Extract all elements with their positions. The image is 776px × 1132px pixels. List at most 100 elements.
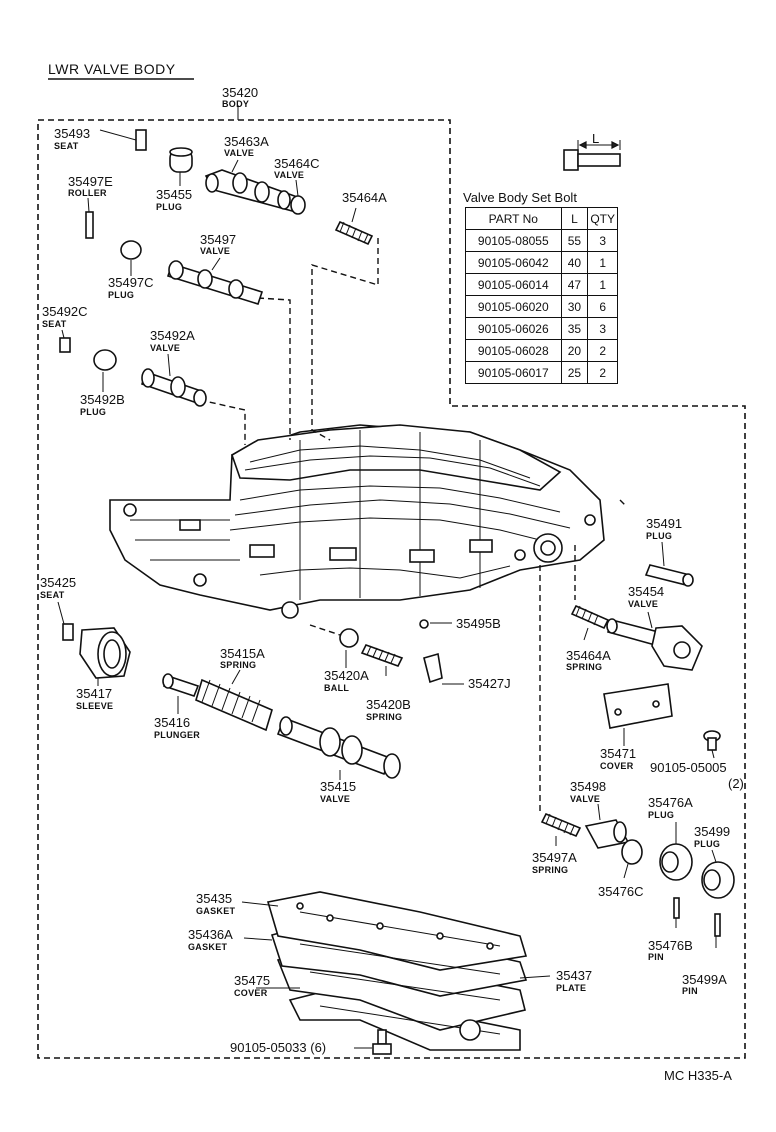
svg-text:35427J: 35427J (468, 676, 511, 691)
spring-35497a-shape (540, 812, 582, 838)
plug-35499-shape (701, 861, 735, 899)
svg-text:35464C: 35464C (274, 156, 320, 171)
part-label-35476b: 35476B PIN (648, 938, 693, 962)
svg-text:SPRING: SPRING (220, 660, 256, 670)
table-row: 90105-06042 40 1 (465, 251, 618, 274)
svg-text:35420B: 35420B (366, 697, 411, 712)
valve-35492a-shape (140, 368, 207, 407)
part-label-35491: 35491 PLUG (646, 516, 682, 541)
bolt-90105-05033-shape (372, 1029, 392, 1055)
cell-qty: 3 (587, 317, 618, 340)
cell-qty: 2 (587, 361, 618, 384)
svg-text:35476C: 35476C (598, 884, 644, 899)
part-35495b-shape (419, 619, 429, 629)
part-label-35464a-right: 35464A SPRING (566, 648, 611, 672)
cover-35471-shape (603, 683, 673, 729)
part-label-35420a: 35420A BALL (324, 668, 369, 693)
part-label-35436a: 35436A GASKET (188, 927, 233, 952)
svg-text:35492A: 35492A (150, 328, 195, 343)
part-label-35475: 35475 COVER (234, 973, 270, 998)
svg-text:SPRING: SPRING (366, 712, 402, 722)
svg-text:35464A: 35464A (566, 648, 611, 663)
valve-35497-shape (166, 260, 264, 305)
svg-text:35493: 35493 (54, 126, 90, 141)
svg-text:BODY: BODY (222, 99, 249, 109)
bolt-table-grid: PART No L QTY 90105-08055 55 3 90105-060… (465, 207, 618, 384)
svg-text:35476B: 35476B (648, 938, 693, 953)
svg-text:35420A: 35420A (324, 668, 369, 683)
cell-qty: 3 (587, 229, 618, 252)
header-qty: QTY (587, 207, 618, 230)
svg-text:VALVE: VALVE (628, 599, 658, 609)
svg-text:PLUG: PLUG (694, 839, 720, 849)
svg-text:SEAT: SEAT (42, 319, 67, 329)
svg-text:35455: 35455 (156, 187, 192, 202)
valve-body-illustration (109, 424, 605, 619)
svg-text:35415: 35415 (320, 779, 356, 794)
bolt-table-caption: Valve Body Set Bolt (463, 190, 577, 205)
part-label-90105-05033: 90105-05033 (6) (230, 1040, 326, 1055)
svg-text:35437: 35437 (556, 968, 592, 983)
part-label-35416: 35416 PLUNGER (154, 715, 200, 740)
svg-text:GASKET: GASKET (196, 906, 236, 916)
pin-35499a-shape (714, 913, 721, 937)
svg-text:35499: 35499 (694, 824, 730, 839)
set-bolt-icon (563, 140, 621, 171)
part-label-35492b: 35492B PLUG (80, 392, 125, 417)
part-label-35437: 35437 PLATE (556, 968, 592, 993)
svg-text:35420: 35420 (222, 85, 258, 100)
svg-text:35436A: 35436A (188, 927, 233, 942)
part-label-35455: 35455 PLUG (156, 187, 192, 212)
part-label-35497: 35497 VALVE (200, 232, 236, 256)
part-label-35497a: 35497A SPRING (532, 850, 577, 875)
sleeve-35417-shape (79, 627, 131, 679)
svg-text:PLUG: PLUG (648, 810, 674, 820)
pin-35476b-shape (673, 897, 680, 919)
svg-text:PIN: PIN (682, 986, 698, 996)
cell-part-no: 90105-08055 (465, 229, 562, 252)
bolt-table-header-row: PART No L QTY (465, 207, 618, 230)
part-label-35415: 35415 VALVE (320, 779, 356, 804)
part-label-35417: 35417 SLEEVE (76, 686, 113, 711)
svg-text:PLUNGER: PLUNGER (154, 730, 200, 740)
svg-text:35471: 35471 (600, 746, 636, 761)
svg-text:SEAT: SEAT (54, 141, 79, 151)
spring-35464a-right-shape (570, 604, 610, 630)
svg-text:PLATE: PLATE (556, 983, 586, 993)
plug-35491-shape (644, 564, 694, 587)
cell-part-no: 90105-06017 (465, 361, 562, 384)
part-35427j-shape (423, 652, 443, 684)
svg-text:GASKET: GASKET (188, 942, 228, 952)
table-row: 90105-06026 35 3 (465, 317, 618, 340)
gasket-plate-stack-shape (266, 891, 528, 1051)
part-label-35420: 35420 BODY (222, 85, 258, 109)
part-label-35499a: 35499A PIN (682, 972, 727, 996)
svg-text:35475: 35475 (234, 973, 270, 988)
leader-lines (57, 105, 717, 1049)
cell-length: 47 (560, 273, 589, 296)
spring-35420b-shape (360, 644, 404, 667)
cell-length: 25 (560, 361, 589, 384)
cell-part-no: 90105-06042 (465, 251, 562, 274)
svg-text:35492B: 35492B (80, 392, 125, 407)
seat-35492c-shape (59, 337, 71, 353)
plug-35455-shape (169, 147, 193, 173)
svg-text:35425: 35425 (40, 575, 76, 590)
part-label-35492a: 35492A VALVE (150, 328, 195, 353)
bolt-90105-05005-shape (703, 730, 721, 751)
svg-text:90105-05033 (6): 90105-05033 (6) (230, 1040, 326, 1055)
part-label-35492c: 35492C SEAT (42, 304, 88, 329)
spring-35464a-top-shape (334, 220, 374, 246)
svg-text:VALVE: VALVE (320, 794, 350, 804)
table-row: 90105-06020 30 6 (465, 295, 618, 318)
plug-35492b-shape (93, 349, 117, 371)
svg-text:35416: 35416 (154, 715, 190, 730)
plug-35497c-shape (120, 240, 142, 260)
svg-text:35497E: 35497E (68, 174, 113, 189)
svg-text:PLUG: PLUG (108, 290, 134, 300)
svg-text:35435: 35435 (196, 891, 232, 906)
svg-text:(2): (2) (728, 776, 744, 791)
diagram-title: LWR VALVE BODY (48, 61, 176, 77)
cell-length: 40 (560, 251, 589, 274)
